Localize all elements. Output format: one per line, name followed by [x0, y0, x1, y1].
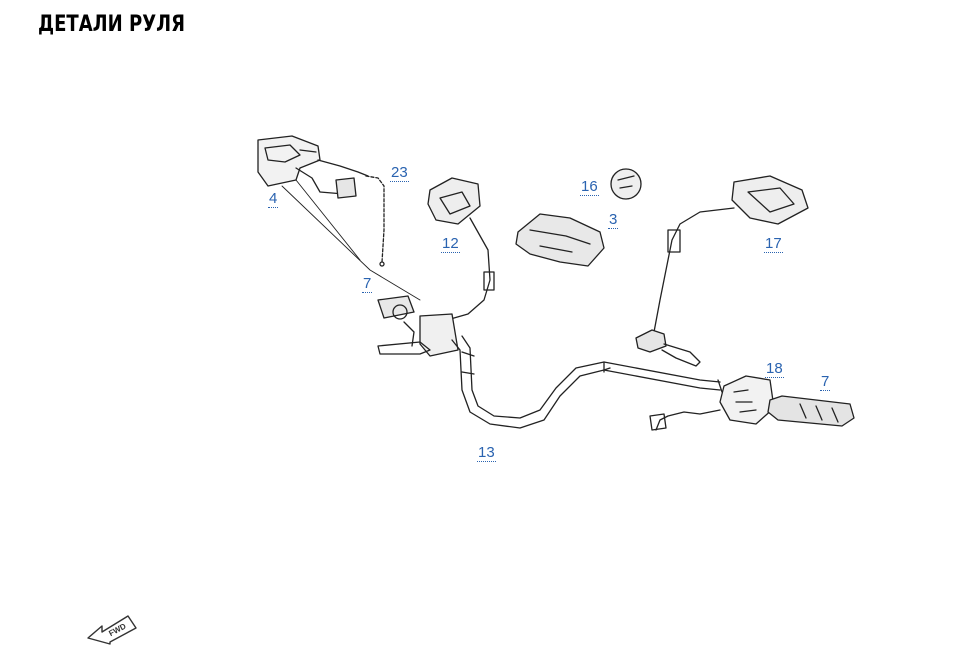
left-switch-housing-part — [257, 135, 369, 199]
callout-part-13[interactable]: 13 — [477, 444, 496, 462]
callout-part-3[interactable]: 3 — [608, 211, 619, 229]
left-mirror-part — [427, 177, 495, 323]
right-switch-part — [649, 375, 775, 431]
callout-part-18[interactable]: 18 — [765, 360, 784, 378]
handlebar-cover-part — [515, 213, 605, 267]
right-brake-lever-part — [635, 329, 701, 367]
left-lever-assembly-part — [377, 295, 459, 357]
callout-part-23[interactable]: 23 — [390, 164, 409, 182]
cable-part — [365, 175, 385, 267]
callout-part-7-right[interactable]: 7 — [820, 373, 831, 391]
cap-part — [610, 168, 642, 200]
page-title: ДЕТАЛИ РУЛЯ — [38, 12, 186, 37]
callout-part-7-left[interactable]: 7 — [362, 275, 373, 293]
callout-part-16[interactable]: 16 — [580, 178, 599, 196]
callout-part-12[interactable]: 12 — [441, 235, 460, 253]
handlebar-part — [451, 335, 723, 429]
right-grip-part — [767, 395, 855, 427]
right-mirror-part — [653, 175, 809, 333]
callout-part-17[interactable]: 17 — [764, 235, 783, 253]
forward-arrow-icon: FWD — [87, 615, 137, 645]
callout-part-4[interactable]: 4 — [268, 190, 279, 208]
